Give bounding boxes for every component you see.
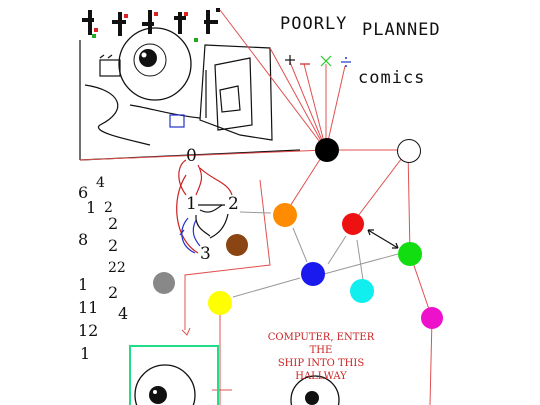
comic-panel [79, 40, 301, 161]
node-green [398, 242, 422, 266]
caption-line-2: SHIP INTO THIS HALLWAY [277, 358, 365, 382]
left-number: 12 [78, 321, 99, 340]
left-number: 8 [78, 230, 89, 249]
title-comics: comics [358, 68, 426, 88]
left-number: 2 [108, 283, 119, 302]
graph-arrows [176, 159, 233, 254]
left-number: 1 [78, 275, 89, 294]
left-number: 11 [78, 298, 99, 317]
graph-node-0: 0 [186, 146, 197, 166]
green-frame [129, 345, 219, 405]
eye-bottom-right [290, 375, 340, 405]
node-cyan [350, 279, 374, 303]
caption-line-1: COMPUTER, ENTER THE [267, 332, 375, 356]
left-number: 2 [104, 200, 113, 216]
left-number: 6 [78, 183, 89, 202]
node-blue [301, 262, 325, 286]
eye-top [118, 27, 192, 101]
double-arrow [367, 229, 399, 249]
left-number: 1 [80, 344, 91, 363]
ops-icons [285, 55, 351, 67]
node-red [342, 213, 364, 235]
title-poorly: POORLY [280, 14, 348, 34]
left-number: 4 [96, 175, 105, 191]
title-planned: PLANNED [362, 20, 441, 40]
node-brown [226, 234, 248, 256]
graph-node-3: 3 [200, 244, 211, 264]
node-black [315, 138, 339, 162]
eye-bottom-left [134, 364, 196, 405]
left-number: 4 [118, 304, 129, 323]
caption: COMPUTER, ENTER THE SHIP INTO THIS HALLW… [256, 331, 386, 383]
node-magenta [421, 307, 443, 329]
left-number: 2 [108, 214, 119, 233]
node-white [397, 139, 421, 163]
link-lines [79, 9, 433, 405]
left-number: 2 [108, 236, 119, 255]
pixel-sprites [82, 8, 220, 42]
graph-node-2: 2 [228, 194, 239, 214]
node-yellow [208, 291, 232, 315]
graph-node-1: 1 [186, 194, 197, 214]
left-number: 22 [108, 260, 126, 276]
gray-connectors [232, 211, 399, 298]
node-gray [153, 272, 175, 294]
node-orange [273, 203, 297, 227]
left-number: 1 [86, 198, 97, 217]
